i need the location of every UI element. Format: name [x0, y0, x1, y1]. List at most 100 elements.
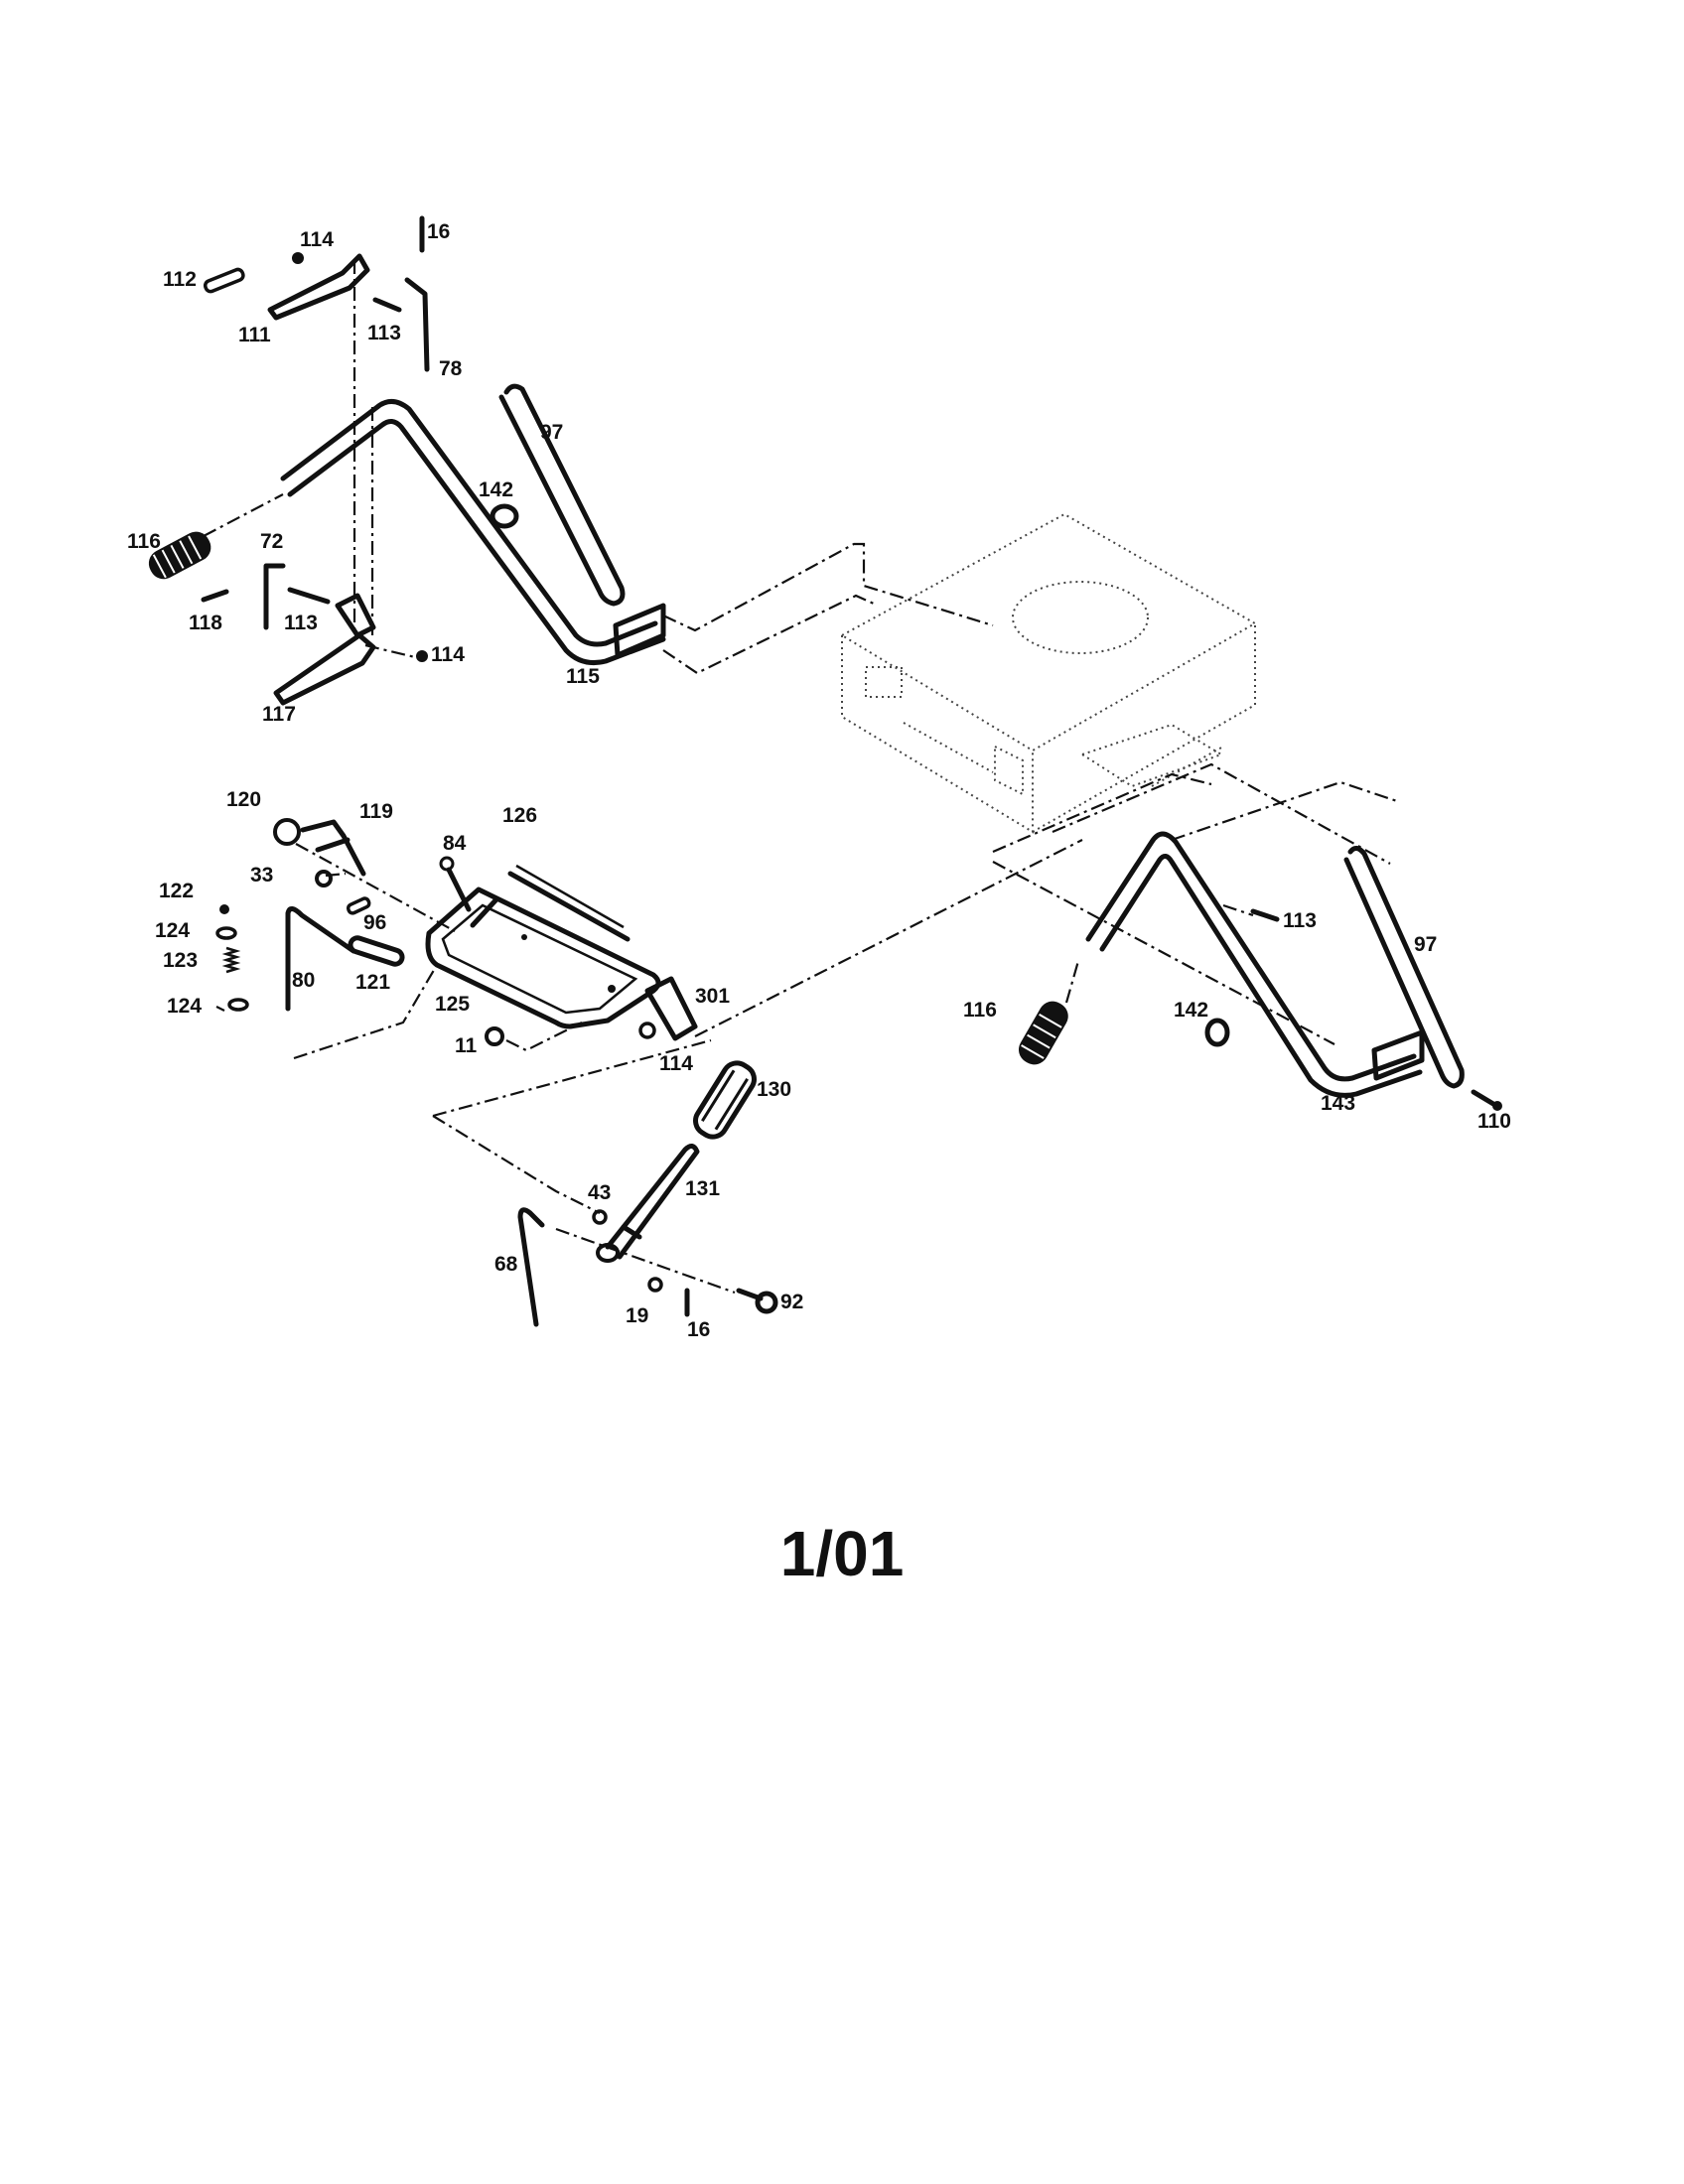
plate-hole [608, 985, 616, 993]
part-110-head [1492, 1101, 1502, 1111]
callout-124: 124 [167, 995, 202, 1018]
callout-96: 96 [363, 911, 386, 934]
part-123-spring [221, 946, 241, 974]
callout-16: 16 [687, 1318, 710, 1341]
callout-68: 68 [494, 1253, 518, 1276]
callout-118: 118 [189, 612, 222, 634]
callout-142: 142 [1174, 999, 1208, 1022]
part-131-eye [596, 1243, 620, 1263]
part-142-grommet-right [1204, 1018, 1230, 1047]
part-113-bolt-lower [287, 587, 331, 605]
callout-120: 120 [226, 788, 261, 811]
leader-line [295, 843, 456, 932]
callout-113: 113 [284, 612, 318, 634]
part-124-washer [215, 926, 237, 940]
leader-line [992, 772, 1212, 854]
revision-date: 1/01 [779, 1518, 905, 1589]
leader-line [662, 542, 994, 632]
part-116-grip-right [1019, 1001, 1068, 1065]
part-119-latch-b [315, 837, 351, 853]
callout-43: 43 [588, 1181, 611, 1204]
part-80-rod [285, 906, 356, 1012]
chassis-reference [839, 512, 1258, 834]
callout-97: 97 [1414, 933, 1437, 956]
callout-115: 115 [566, 665, 600, 688]
callout-113: 113 [1283, 909, 1317, 932]
callout-113: 113 [367, 322, 401, 344]
part-143-handle [1085, 831, 1417, 1082]
part-84-head [439, 856, 455, 872]
part-121-grip [348, 935, 405, 967]
leader-line [203, 493, 284, 537]
callout-16: 16 [427, 220, 450, 243]
callout-122: 122 [159, 880, 194, 902]
leader-line [432, 1115, 601, 1214]
callout-84: 84 [443, 832, 467, 855]
part-130-grip [693, 1060, 757, 1140]
callout-92: 92 [780, 1291, 803, 1313]
leader-line [1064, 960, 1080, 1004]
part-97-link-right [1343, 846, 1465, 1089]
callout-33: 33 [250, 864, 273, 887]
leader-line [662, 594, 875, 675]
callout-111: 111 [238, 324, 271, 346]
part-78-rod [404, 277, 430, 372]
part-68-rod [517, 1207, 545, 1327]
leader-line [432, 1038, 712, 1118]
leader-line [694, 839, 1083, 1037]
part-131-pedal-rod [605, 1144, 700, 1260]
part-113-bolt-right [1250, 908, 1280, 922]
callout-80: 80 [292, 969, 315, 992]
callout-121: 121 [355, 971, 390, 994]
part-43-washer [592, 1209, 608, 1225]
part-92-head [755, 1291, 778, 1314]
leader-line [1052, 762, 1391, 865]
callout-114: 114 [300, 228, 334, 251]
callout-130: 130 [757, 1078, 791, 1101]
part-120-knob [273, 818, 301, 846]
callout-126: 126 [502, 804, 537, 827]
part-110-bolt [1471, 1089, 1496, 1107]
part-19-nut [647, 1277, 663, 1293]
callout-142: 142 [479, 478, 513, 501]
part-33-washer [315, 870, 333, 887]
part-125-plate [425, 887, 661, 1029]
part-119-latch [300, 819, 366, 877]
part-131-collar [621, 1224, 642, 1240]
part-126-strip [507, 871, 631, 942]
part-112-pin [203, 267, 245, 294]
part-126-strip-b [515, 864, 625, 929]
part-96-pin [346, 896, 371, 915]
part-143-handle-inner [1099, 854, 1423, 1098]
right-handle-assembly [992, 762, 1502, 1111]
callout-125: 125 [435, 993, 470, 1016]
part-122-nut [219, 904, 229, 914]
part-116-grip [148, 531, 211, 580]
lower-pedal-assembly [432, 1060, 778, 1327]
callout-114: 114 [431, 643, 465, 666]
leader-line [1222, 903, 1254, 917]
part-111-lever [267, 253, 370, 321]
callout-11: 11 [455, 1034, 478, 1057]
part-115-bracket [613, 603, 666, 658]
callout-119: 119 [359, 800, 393, 823]
part-11-nut [485, 1026, 504, 1046]
callout-78: 78 [439, 357, 463, 380]
callout-114: 114 [659, 1052, 693, 1075]
part-124-washer-lower [227, 998, 249, 1012]
callout-19: 19 [626, 1304, 648, 1327]
part-301-bracket [644, 976, 698, 1041]
leader-line [325, 872, 347, 878]
plate-hole [521, 934, 527, 940]
part-113-bolt [372, 297, 402, 313]
leader-line [364, 643, 416, 659]
callout-116: 116 [963, 999, 997, 1022]
part-97-link [498, 383, 626, 607]
slot [470, 896, 499, 928]
callout-72: 72 [260, 530, 283, 553]
callout-110: 110 [1477, 1110, 1511, 1133]
part-114-nut-lower [416, 650, 428, 662]
upper-handle-assembly [148, 215, 994, 706]
part-118-bolt [201, 589, 229, 603]
callout-131: 131 [685, 1177, 720, 1200]
